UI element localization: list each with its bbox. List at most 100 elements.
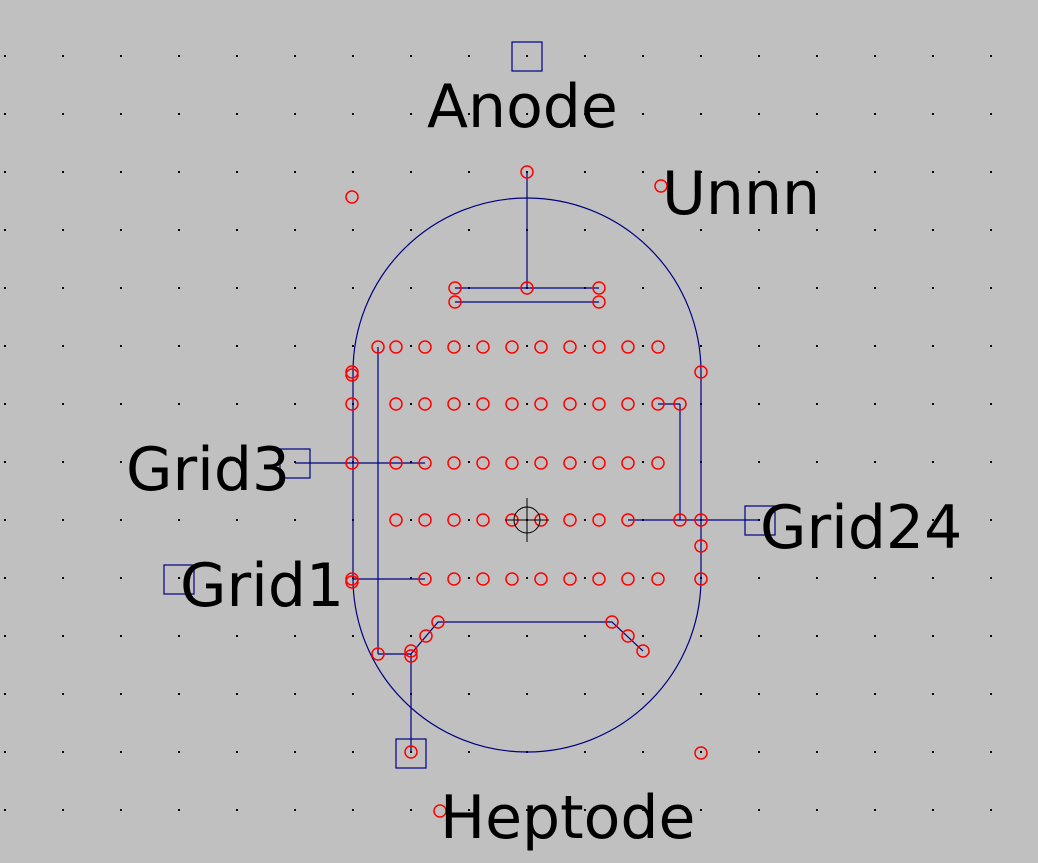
- connection-marker[interactable]: [404, 644, 418, 658]
- grid3-label[interactable]: Grid3: [126, 435, 290, 505]
- connection-marker[interactable]: [345, 397, 359, 411]
- connection-marker[interactable]: [534, 572, 548, 586]
- connection-marker[interactable]: [418, 572, 432, 586]
- connection-marker[interactable]: [621, 629, 635, 643]
- connection-marker[interactable]: [476, 572, 490, 586]
- tube-envelope[interactable]: [352, 197, 702, 753]
- connection-marker[interactable]: [476, 513, 490, 527]
- connection-marker[interactable]: [371, 340, 385, 354]
- connection-marker[interactable]: [592, 513, 606, 527]
- connection-marker[interactable]: [534, 397, 548, 411]
- connection-marker[interactable]: [694, 572, 708, 586]
- grid-dot: [584, 577, 586, 579]
- connection-marker[interactable]: [592, 456, 606, 470]
- connection-marker[interactable]: [563, 397, 577, 411]
- name-label[interactable]: Heptode: [440, 783, 695, 853]
- connection-marker[interactable]: [563, 572, 577, 586]
- grid1-pin[interactable]: [163, 564, 195, 595]
- connection-marker[interactable]: [651, 572, 665, 586]
- connection-marker[interactable]: [563, 456, 577, 470]
- connection-marker[interactable]: [447, 572, 461, 586]
- connection-marker[interactable]: [694, 365, 708, 379]
- connection-marker[interactable]: [419, 629, 433, 643]
- connection-marker[interactable]: [389, 397, 403, 411]
- connection-marker[interactable]: [447, 456, 461, 470]
- grid1-label[interactable]: Grid1: [180, 551, 344, 621]
- connection-marker[interactable]: [431, 615, 445, 629]
- connection-marker[interactable]: [389, 340, 403, 354]
- connection-marker[interactable]: [673, 513, 687, 527]
- connection-marker[interactable]: [345, 368, 359, 382]
- connection-marker[interactable]: [418, 456, 432, 470]
- connection-marker[interactable]: [694, 513, 708, 527]
- connection-marker[interactable]: [592, 295, 606, 309]
- connection-marker[interactable]: [433, 804, 447, 818]
- connection-marker[interactable]: [651, 456, 665, 470]
- connection-marker[interactable]: [447, 340, 461, 354]
- connection-marker[interactable]: [505, 572, 519, 586]
- connection-marker[interactable]: [448, 295, 462, 309]
- connection-marker[interactable]: [520, 165, 534, 179]
- connection-marker[interactable]: [592, 281, 606, 295]
- connection-marker[interactable]: [520, 281, 534, 295]
- grid3-pin[interactable]: [279, 448, 311, 479]
- grid-dot: [526, 461, 528, 463]
- grid-dot: [294, 693, 296, 695]
- cathode-element[interactable]: [410, 621, 644, 655]
- connection-marker[interactable]: [418, 397, 432, 411]
- connection-marker[interactable]: [418, 340, 432, 354]
- connection-marker[interactable]: [621, 513, 635, 527]
- connection-marker[interactable]: [389, 456, 403, 470]
- connection-marker[interactable]: [563, 513, 577, 527]
- value-label[interactable]: Unnn: [662, 159, 820, 229]
- grid-dot: [410, 55, 412, 57]
- grid-dot: [236, 577, 238, 579]
- connection-marker[interactable]: [621, 572, 635, 586]
- connection-marker[interactable]: [592, 397, 606, 411]
- connection-marker[interactable]: [345, 190, 359, 204]
- grid-dot: [178, 751, 180, 753]
- connection-marker[interactable]: [605, 615, 619, 629]
- connection-marker[interactable]: [389, 513, 403, 527]
- connection-marker[interactable]: [505, 397, 519, 411]
- connection-marker[interactable]: [651, 340, 665, 354]
- connection-marker[interactable]: [621, 456, 635, 470]
- grid-dot: [526, 693, 528, 695]
- grid-dot: [874, 461, 876, 463]
- connection-marker[interactable]: [345, 456, 359, 470]
- connection-marker[interactable]: [673, 397, 687, 411]
- grid-dot: [758, 693, 760, 695]
- connection-marker[interactable]: [694, 539, 708, 553]
- connection-marker[interactable]: [563, 340, 577, 354]
- connection-marker[interactable]: [621, 397, 635, 411]
- connection-marker[interactable]: [534, 456, 548, 470]
- connection-marker[interactable]: [505, 456, 519, 470]
- connection-marker[interactable]: [345, 575, 359, 589]
- connection-marker[interactable]: [476, 340, 490, 354]
- connection-marker[interactable]: [592, 572, 606, 586]
- grid24-label[interactable]: Grid24: [760, 493, 962, 563]
- connection-marker[interactable]: [448, 281, 462, 295]
- connection-marker[interactable]: [534, 340, 548, 354]
- connection-marker[interactable]: [447, 513, 461, 527]
- connection-marker[interactable]: [418, 513, 432, 527]
- connection-marker[interactable]: [345, 365, 359, 379]
- connection-marker[interactable]: [636, 644, 650, 658]
- heater-pin[interactable]: [395, 738, 427, 769]
- anode-label[interactable]: Anode: [427, 72, 618, 142]
- connection-marker[interactable]: [505, 340, 519, 354]
- grid24-pin[interactable]: [744, 505, 776, 536]
- connection-marker[interactable]: [651, 397, 665, 411]
- connection-marker[interactable]: [621, 340, 635, 354]
- connection-marker[interactable]: [476, 397, 490, 411]
- connection-marker[interactable]: [447, 397, 461, 411]
- grid-dot: [932, 403, 934, 405]
- connection-marker[interactable]: [476, 456, 490, 470]
- anode-pin[interactable]: [511, 41, 543, 72]
- connection-marker[interactable]: [592, 340, 606, 354]
- connection-marker[interactable]: [654, 179, 668, 193]
- connection-marker[interactable]: [694, 746, 708, 760]
- connection-marker[interactable]: [404, 649, 418, 663]
- connection-marker[interactable]: [371, 647, 385, 661]
- connection-marker[interactable]: [404, 745, 418, 759]
